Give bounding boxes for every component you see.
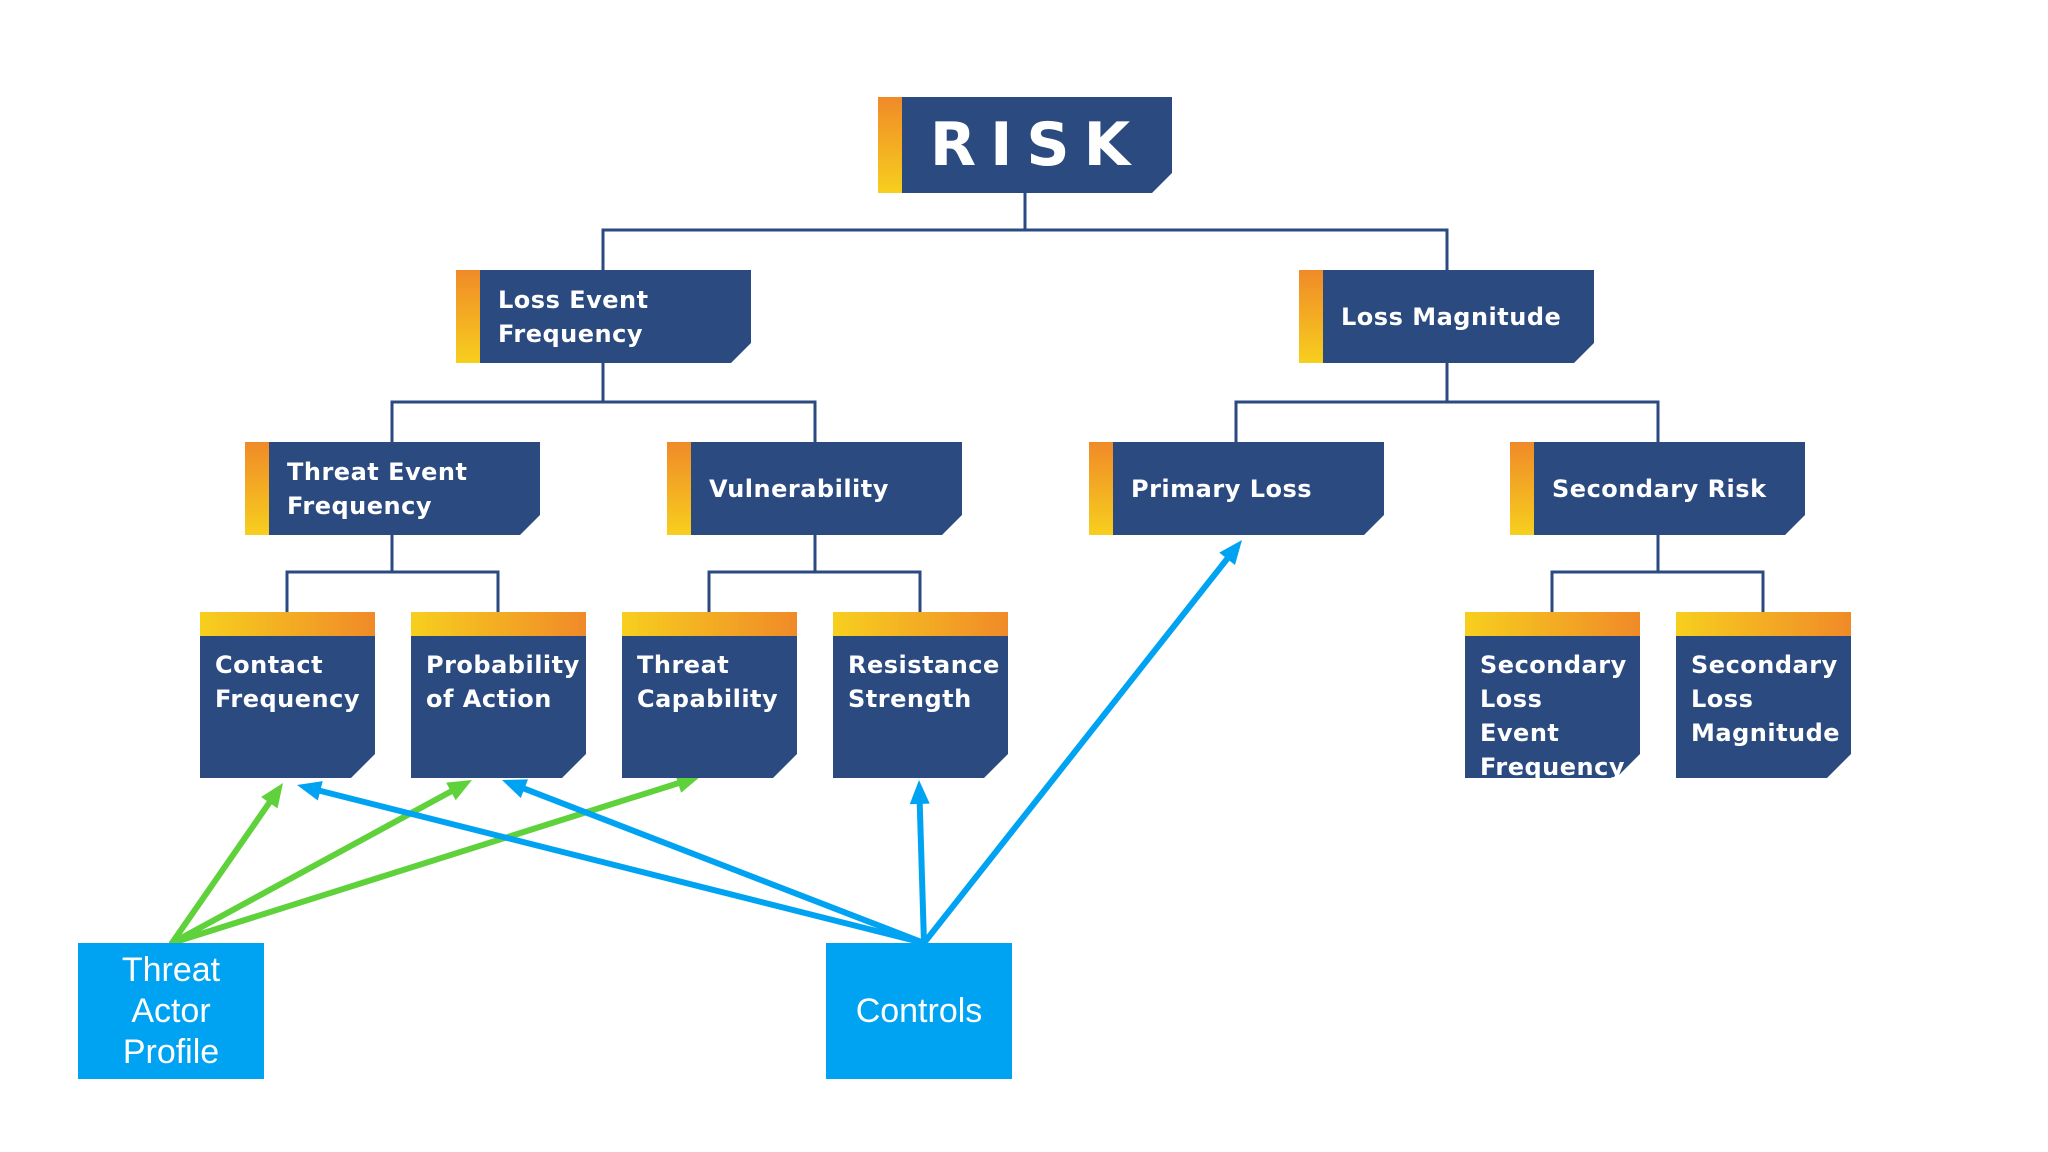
node-loss-magnitude-label: Loss Magnitude (1341, 302, 1562, 331)
connector-vuln-right (815, 570, 922, 612)
source-threat-actor-profile: Threat Actor Profile (78, 943, 264, 1079)
source-controls-label: Controls (855, 991, 983, 1030)
arrow-controls-to-probability-of-action (521, 785, 927, 946)
node-primary-loss-label: Primary Loss (1131, 474, 1313, 503)
arrow-threat-actor-to-threat-capability-head (675, 773, 701, 793)
arrow-controls-to-resistance-strength-head (909, 780, 930, 805)
source-controls: Controls (826, 943, 1012, 1079)
connector-tef (285, 535, 394, 612)
source-threat-actor-profile-label: Threat Actor Profile (121, 950, 221, 1071)
arrow-controls-to-resistance-strength (916, 800, 927, 946)
arrow-controls-to-contact-frequency (317, 787, 927, 946)
arrow-controls-to-contact-frequency-head (297, 781, 323, 801)
node-threat-event-frequency-label: Threat Event Frequency (287, 457, 468, 520)
arrow-controls-to-primary-loss-head (1219, 540, 1242, 566)
node-resistance-strength-label: Resistance Strength (848, 651, 1000, 713)
arrow-threat-actor-to-contact-frequency (169, 799, 273, 946)
node-secondary-loss-event-frequency-label: Secondary Loss Event Frequency (1480, 651, 1627, 781)
arrow-threat-actor-to-probability-of-action-head (446, 780, 472, 801)
arrow-threat-actor-to-contact-frequency-head (261, 783, 283, 809)
node-secondary-risk: Secondary Risk (1510, 442, 1805, 535)
node-contact-frequency-label: Contact Frequency (215, 651, 360, 713)
connector-sr-right (1658, 570, 1765, 612)
node-risk-label: RISK (929, 110, 1145, 180)
node-secondary-risk-label: Secondary Risk (1552, 474, 1767, 503)
connector-sr (1550, 535, 1660, 612)
node-secondary-loss-magnitude-label: Secondary Loss Magnitude (1691, 651, 1841, 747)
node-vulnerability: Vulnerability (667, 442, 962, 535)
arrow-controls-to-primary-loss (921, 555, 1231, 946)
connector-vuln (707, 535, 817, 612)
node-loss-magnitude: Loss Magnitude (1299, 270, 1594, 363)
node-secondary-loss-event-frequency: Secondary Loss Event Frequency (1465, 612, 1640, 781)
node-contact-frequency: Contact Frequency (200, 612, 375, 778)
connector-lm-right (1447, 400, 1660, 442)
connector-lm (1234, 363, 1449, 442)
node-secondary-loss-magnitude: Secondary Loss Magnitude (1676, 612, 1851, 778)
node-threat-capability: Threat Capability (622, 612, 797, 778)
node-loss-event-frequency: Loss Event Frequency (456, 270, 751, 363)
arrow-threat-actor-to-threat-capability (169, 780, 682, 946)
node-threat-event-frequency: Threat Event Frequency (245, 442, 540, 535)
node-resistance-strength: Resistance Strength (833, 612, 1008, 778)
node-loss-event-frequency-label: Loss Event Frequency (498, 285, 649, 348)
connector-lef-right (603, 400, 817, 442)
connector-risk-right (1025, 228, 1449, 270)
node-risk: RISK (878, 97, 1172, 193)
node-vulnerability-label: Vulnerability (709, 474, 889, 503)
tree-connectors (285, 193, 1765, 612)
arrow-controls-to-probability-of-action-head (502, 779, 528, 798)
node-probability-of-action-label: Probability of Action (426, 651, 580, 713)
node-primary-loss: Primary Loss (1089, 442, 1384, 535)
node-threat-capability-label: Threat Capability (637, 651, 779, 713)
connector-risk (601, 193, 1027, 270)
connector-lef (390, 363, 605, 442)
connector-tef-right (392, 570, 500, 612)
node-probability-of-action: Probability of Action (411, 612, 586, 778)
arrow-threat-actor-to-probability-of-action (169, 788, 454, 946)
